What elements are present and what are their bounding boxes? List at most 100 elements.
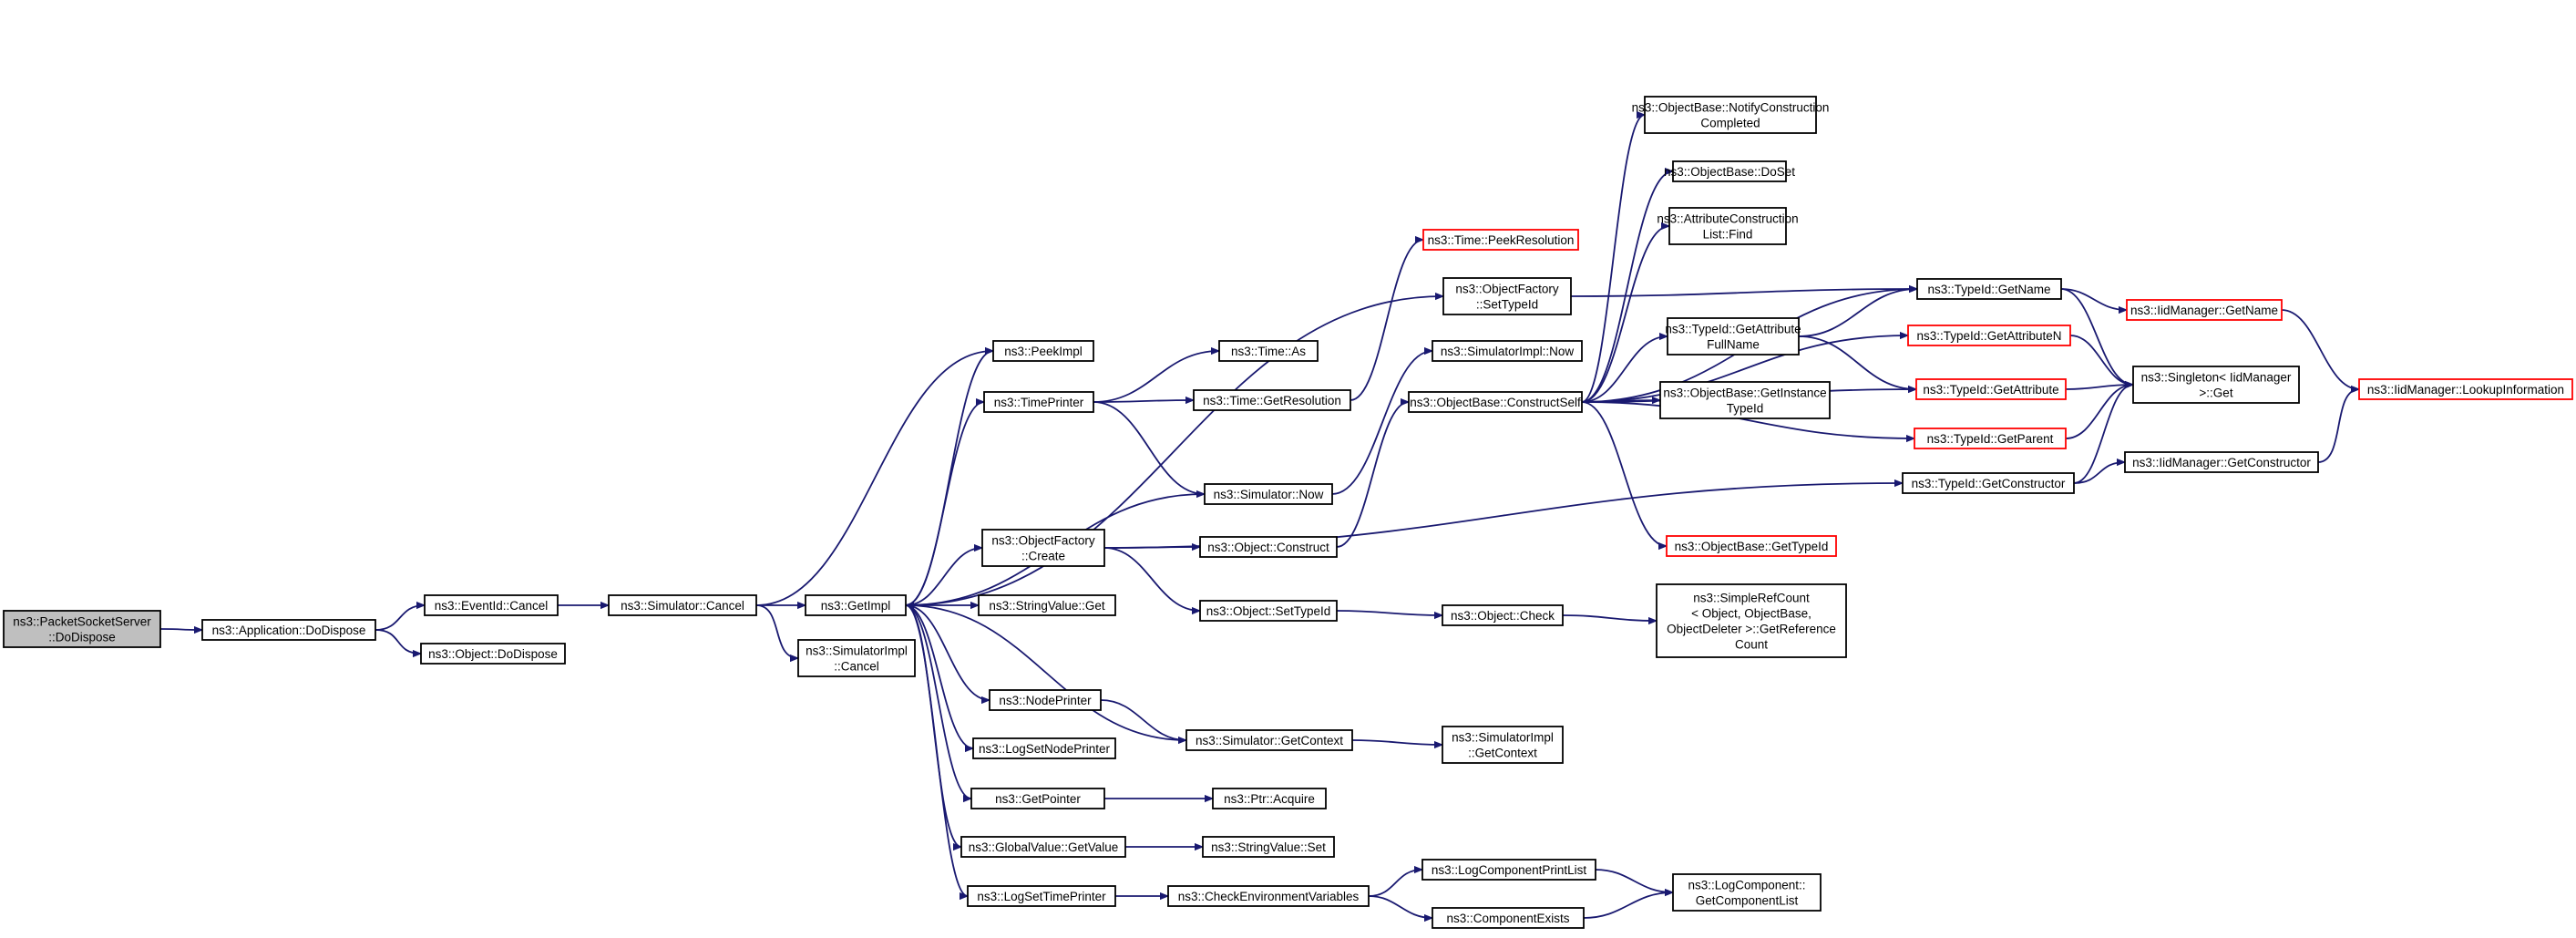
graph-node-obds[interactable]: ns3::ObjectBase::DoSet — [1664, 160, 1795, 182]
graph-node-tas[interactable]: ns3::Time::As — [1218, 340, 1319, 362]
node-label: ns3::GetImpl — [821, 599, 891, 613]
node-label: ::SetTypeId — [1476, 298, 1538, 312]
graph-node-svs[interactable]: ns3::StringValue::Set — [1202, 836, 1335, 858]
node-label: ns3::NodePrinter — [999, 694, 1092, 707]
graph-node-svg[interactable]: ns3::StringValue::Get — [978, 594, 1116, 616]
call-edge-osti-to-ochk — [1336, 610, 1442, 615]
node-box — [805, 594, 907, 616]
call-edge-gi-to-gp — [905, 604, 972, 799]
graph-node-np[interactable]: ns3::NodePrinter — [989, 689, 1102, 711]
node-label: ns3::SimulatorImpl — [806, 644, 908, 658]
call-edge-obcs-to-tgafn — [1581, 336, 1668, 403]
graph-node-ofc[interactable]: ns3::ObjectFactory::Create — [981, 529, 1105, 567]
graph-node-tgn[interactable]: ns3::TypeId::GetName — [1916, 278, 2062, 300]
call-edge-oc-to-obcs — [1336, 402, 1410, 548]
call-edge-gi-to-pi — [905, 351, 994, 606]
call-edge-cev-to-lcpl — [1368, 870, 1422, 897]
graph-node-sic[interactable]: ns3::SimulatorImpl::Cancel — [797, 639, 916, 677]
graph-node-tpr[interactable]: ns3::Time::PeekResolution — [1422, 229, 1579, 251]
graph-node-gp[interactable]: ns3::GetPointer — [970, 788, 1105, 809]
node-box — [1914, 428, 2067, 449]
graph-node-ochk[interactable]: ns3::Object::Check — [1442, 604, 1564, 626]
call-edge-ce-to-lcgcl — [1583, 892, 1673, 919]
call-edge-app-to-evc — [375, 605, 425, 631]
node-label: ns3::Time::PeekResolution — [1428, 233, 1575, 247]
node-box — [2126, 299, 2283, 321]
graph-node-sg[interactable]: ns3::Singleton< IidManager>::Get — [2132, 366, 2300, 404]
call-edge-tgc-to-sg — [2073, 385, 2134, 484]
graph-node-pi[interactable]: ns3::PeekImpl — [992, 340, 1094, 362]
node-box — [989, 689, 1102, 711]
call-edge-pss-to-app — [159, 629, 202, 630]
node-label: ns3::CheckEnvironmentVariables — [1178, 890, 1360, 903]
graph-node-imli[interactable]: ns3::IidManager::LookupInformation — [2358, 378, 2573, 400]
call-edge-gi-to-lsnp — [905, 604, 974, 748]
graph-node-tp[interactable]: ns3::TimePrinter — [983, 391, 1094, 413]
node-label: ns3::StringValue::Get — [989, 599, 1105, 613]
graph-node-imgc[interactable]: ns3::IidManager::GetConstructor — [2124, 451, 2319, 473]
graph-node-obcs[interactable]: ns3::ObjectBase::ConstructSelf — [1408, 391, 1583, 413]
node-label: ns3::Simulator::GetContext — [1196, 734, 1343, 747]
node-box — [1421, 859, 1596, 881]
graph-node-lstp[interactable]: ns3::LogSetTimePrinter — [967, 885, 1116, 907]
graph-node-sgc[interactable]: ns3::Simulator::GetContext — [1185, 729, 1353, 751]
node-label: ns3::PeekImpl — [1004, 345, 1083, 358]
graph-node-gi[interactable]: ns3::GetImpl — [805, 594, 907, 616]
graph-node-osti[interactable]: ns3::Object::SetTypeId — [1199, 600, 1338, 622]
node-label: ns3::IidManager::LookupInformation — [2367, 383, 2564, 397]
graph-node-obgt[interactable]: ns3::ObjectBase::GetTypeId — [1666, 535, 1837, 557]
graph-node-cev[interactable]: ns3::CheckEnvironmentVariables — [1167, 885, 1370, 907]
graph-node-tgan[interactable]: ns3::TypeId::GetAttributeN — [1907, 325, 2071, 346]
call-edge-simc-to-pi — [755, 351, 993, 606]
graph-node-tgpar[interactable]: ns3::TypeId::GetParent — [1914, 428, 2067, 449]
graph-node-lcpl[interactable]: ns3::LogComponentPrintList — [1421, 859, 1596, 881]
node-label: ns3::LogSetTimePrinter — [977, 890, 1106, 903]
call-edge-tgafn-to-tgn — [1798, 289, 1917, 337]
graph-node-ce[interactable]: ns3::ComponentExists — [1432, 907, 1585, 929]
call-edge-simc-to-sic — [755, 604, 799, 658]
call-edge-ofc-to-osti — [1103, 547, 1200, 611]
node-box — [972, 737, 1116, 759]
node-box — [1916, 278, 2062, 300]
graph-node-imgn[interactable]: ns3::IidManager::GetName — [2126, 299, 2283, 321]
graph-node-oc[interactable]: ns3::Object::Construct — [1199, 536, 1338, 558]
graph-node-simc[interactable]: ns3::Simulator::Cancel — [608, 594, 757, 616]
call-edge-gi-to-tp — [905, 402, 985, 606]
graph-node-tgr[interactable]: ns3::Time::GetResolution — [1193, 389, 1351, 411]
node-label: ns3::Singleton< IidManager — [2141, 371, 2292, 385]
graph-node-evc[interactable]: ns3::EventId::Cancel — [424, 594, 559, 616]
node-box — [2132, 366, 2300, 404]
node-label: List::Find — [1703, 228, 1753, 242]
graph-node-odd[interactable]: ns3::Object::DoDispose — [420, 643, 566, 665]
graph-node-app[interactable]: ns3::Application::DoDispose — [201, 619, 376, 641]
node-label: ns3::Object::Construct — [1207, 541, 1329, 554]
node-label: ns3::Simulator::Now — [1214, 488, 1324, 501]
graph-node-pss[interactable]: ns3::PacketSocketServer::DoDispose — [3, 610, 161, 648]
node-label: ns3::SimulatorImpl — [1452, 731, 1554, 745]
call-edge-tgafn-to-tga — [1798, 335, 1916, 389]
graph-node-obnc[interactable]: ns3::ObjectBase::NotifyConstructionCompl… — [1632, 96, 1830, 134]
graph-node-gvg[interactable]: ns3::GlobalValue::GetValue — [960, 836, 1126, 858]
graph-node-tga[interactable]: ns3::TypeId::GetAttribute — [1915, 378, 2067, 400]
graph-node-sn[interactable]: ns3::Simulator::Now — [1204, 483, 1333, 505]
node-box — [1666, 535, 1837, 557]
node-label: ns3::ObjectBase::DoSet — [1664, 165, 1795, 179]
graph-node-lsnp[interactable]: ns3::LogSetNodePrinter — [972, 737, 1116, 759]
graph-node-pa[interactable]: ns3::Ptr::Acquire — [1212, 788, 1327, 809]
node-box — [1667, 317, 1800, 356]
node-label: ::Create — [1021, 550, 1065, 563]
graph-node-sin[interactable]: ns3::SimulatorImpl::Now — [1432, 340, 1583, 362]
call-edge-ofst-to-tgn — [1570, 289, 1917, 297]
graph-node-tgc[interactable]: ns3::TypeId::GetConstructor — [1902, 472, 2075, 494]
graph-node-ofst[interactable]: ns3::ObjectFactory::SetTypeId — [1442, 277, 1572, 315]
graph-node-sigc[interactable]: ns3::SimulatorImpl::GetContext — [1442, 726, 1564, 764]
graph-node-lcgcl[interactable]: ns3::LogComponent::GetComponentList — [1672, 873, 1822, 912]
graph-node-src[interactable]: ns3::SimpleRefCount< Object, ObjectBase,… — [1656, 583, 1847, 658]
node-box — [1199, 600, 1338, 622]
node-label: ns3::TypeId::GetParent — [1927, 432, 2054, 446]
node-box — [1202, 836, 1335, 858]
